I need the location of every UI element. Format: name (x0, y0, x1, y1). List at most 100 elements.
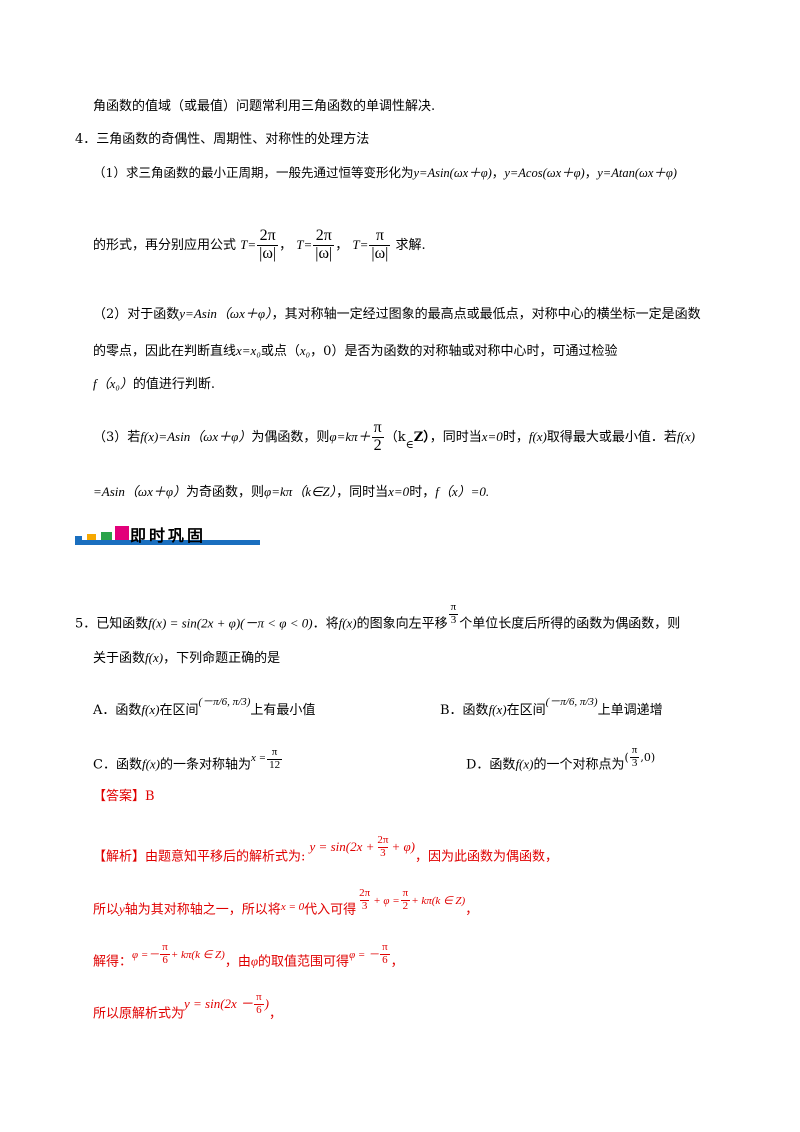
text: 个单位长度后所得的函数为偶函数，则 (459, 616, 681, 632)
text: ，同时当 (336, 485, 389, 500)
period-symbol: T= (296, 236, 313, 252)
text: ，由 (224, 954, 251, 970)
text: 上有最小值 (250, 703, 316, 718)
formula: x=0 (388, 484, 410, 499)
text: 的图象向左平移 (356, 616, 448, 632)
period-symbol: T= (352, 236, 369, 252)
banner-square-green (101, 532, 112, 543)
section-4-p3-line2: =Asin（ωx＋φ）为奇函数，则φ=kπ（k∈Z），同时当x=0时，f（x）=… (93, 485, 489, 499)
text: （k (384, 429, 406, 445)
text: 关于函数 (93, 651, 146, 666)
formula: f（x₀） (93, 376, 133, 391)
text: 上单调递增 (597, 703, 663, 718)
formula: y (119, 901, 125, 917)
formula: f(x) (515, 756, 534, 772)
formula: f(x) (488, 702, 507, 717)
formula: f（x）=0. (435, 484, 490, 499)
formula: f(x) (338, 615, 357, 631)
answer-label: 【答案】B (93, 789, 155, 804)
section-4-p2-line2: 的零点，因此在判断直线x=x₀或点（x₀，0）是否为函数的对称轴或对称中心时，可… (93, 344, 617, 358)
intro-text: 角函数的值域（或最值）问题常利用三角函数的单调性解决. (93, 99, 436, 114)
text: ， (465, 902, 479, 918)
section-4-heading: 4．三角函数的奇偶性、周期性、对称性的处理方法 (75, 132, 370, 147)
text: ， (269, 1006, 283, 1022)
banner-square-yellow (87, 534, 96, 543)
text: 时， (409, 485, 436, 500)
text: B．函数 (440, 703, 489, 718)
formula-tan: y=Atan(ωx＋φ) (597, 166, 677, 180)
text: 5．已知函数 (75, 616, 149, 632)
formula-sin: y=Asin(ωx＋φ) (413, 166, 492, 180)
section-banner: 即时巩固 (75, 522, 260, 552)
fraction-2pi-omega: 2π|ω| (257, 227, 279, 262)
text: ，0）是否为函数的对称轴或对称中心时，可通过检验 (310, 344, 618, 359)
text: 的零点，因此在判断直线 (93, 344, 237, 359)
text: ， (279, 237, 293, 253)
formula: x=0 (481, 428, 503, 444)
formula: ) (264, 995, 269, 1011)
formula: f(x) = sin(2x + φ)(－π < φ < 0) (148, 615, 313, 631)
text: （2）对于函数 (93, 307, 180, 322)
formula: f(x) (141, 756, 160, 772)
formula: x=x₀ (236, 343, 261, 358)
text: A．函数 (93, 703, 142, 718)
formula: f(x) (141, 702, 160, 717)
text: ， (390, 954, 404, 970)
interval: (－π/6, π/3) (545, 696, 598, 708)
formula: x = 0 (280, 900, 305, 913)
period-symbol: T= (240, 236, 257, 252)
text: 为偶函数，则 (251, 429, 330, 445)
formula: f(x)=Asin（ωx＋φ） (140, 428, 252, 444)
section-4-p1-line2: 的形式，再分别应用公式 T=2π|ω|， T=2π|ω|， T=π|ω| 求解. (93, 227, 426, 263)
text: 代入可得 (304, 902, 357, 918)
text: 或点（ (260, 344, 300, 359)
formula: + φ) (391, 838, 415, 854)
paren: ( (624, 750, 629, 764)
text: ， (584, 165, 598, 180)
text: 轴为其对称轴之一，所以将 (124, 902, 281, 918)
question-5-line1: 5．已知函数f(x) = sin(2x + φ)(－π < φ < 0)．将f(… (75, 601, 681, 636)
text: 所以原解析式为 (93, 1006, 185, 1022)
text: 的取值范围可得 (258, 954, 350, 970)
formula: φ=kπ＋ (329, 428, 371, 444)
text: 所以 (93, 902, 120, 918)
text: 在区间 (159, 703, 199, 718)
text: 为奇函数，则 (186, 485, 265, 500)
option-b: B．函数f(x)在区间(－π/6, π/3)上单调递增 (440, 697, 663, 718)
option-a: A．函数f(x)在区间(－π/6, π/3)上有最小值 (93, 697, 316, 718)
text: ， (491, 165, 505, 180)
formula: y = sin(2x － (184, 995, 254, 1011)
formula: + kπ(k ∈ Z) (411, 894, 466, 907)
formula: + kπ(k ∈ Z) (170, 948, 225, 961)
formula: x = (251, 751, 267, 764)
question-5-line2: 关于函数f(x)，下列命题正确的是 (93, 651, 280, 665)
formula: =Asin（ωx＋φ） (93, 484, 187, 499)
formula: + φ = (373, 894, 400, 907)
formula: x₀ (299, 343, 311, 358)
text: （3）若 (93, 429, 141, 445)
formula-cos: y=Acos(ωx＋φ) (504, 166, 585, 180)
text: ，因为此函数为偶函数， (414, 849, 558, 865)
text: ，同时当 (429, 429, 482, 445)
banner-square-pink (115, 526, 129, 540)
integer-set: Z） (413, 429, 430, 445)
formula: f(x) (145, 650, 164, 665)
text: D．函数 (466, 757, 516, 773)
formula: y = sin(2x + (309, 838, 375, 854)
fraction-pi-omega: π|ω| (369, 227, 391, 262)
text: ．将 (312, 616, 339, 632)
banner-square-blue (75, 536, 82, 543)
formula: f(x) (676, 428, 695, 444)
section-4-p2-line1: （2）对于函数y=Asin（ωx＋φ），其对称轴一定经过图象的最高点或最低点，对… (93, 307, 701, 321)
